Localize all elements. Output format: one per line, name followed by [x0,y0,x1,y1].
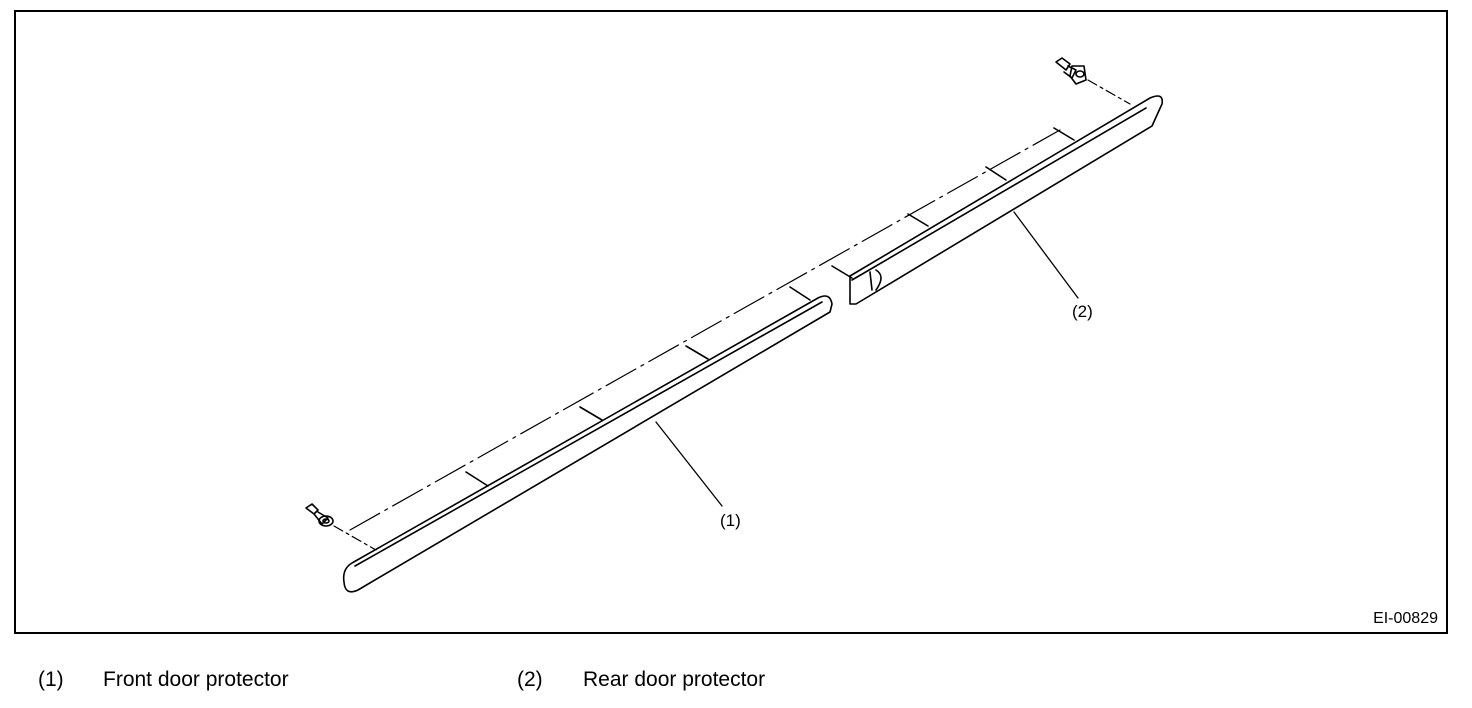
rear-door-protector [831,95,1164,305]
callout-front: (1) [720,511,741,530]
front-clip-icon [305,503,334,527]
legend-number: (1) [38,668,64,691]
rear-clip-icon [1055,57,1087,85]
figure-frame: EI-00829 [14,10,1448,634]
leader-line-front [655,421,723,507]
legend-text: Front door protector [103,668,289,691]
legend-text: Rear door protector [583,668,766,691]
legend: (1) Front door protector (2) Rear door p… [0,668,1472,698]
door-protector-diagram: (1) (2) [305,57,1164,593]
legend-number: (2) [517,668,543,691]
leader-line-rear [1013,211,1079,299]
front-door-protector [342,286,833,593]
figure-id: EI-00829 [1373,610,1438,627]
callout-rear: (2) [1072,302,1093,321]
centerline [349,129,1061,531]
